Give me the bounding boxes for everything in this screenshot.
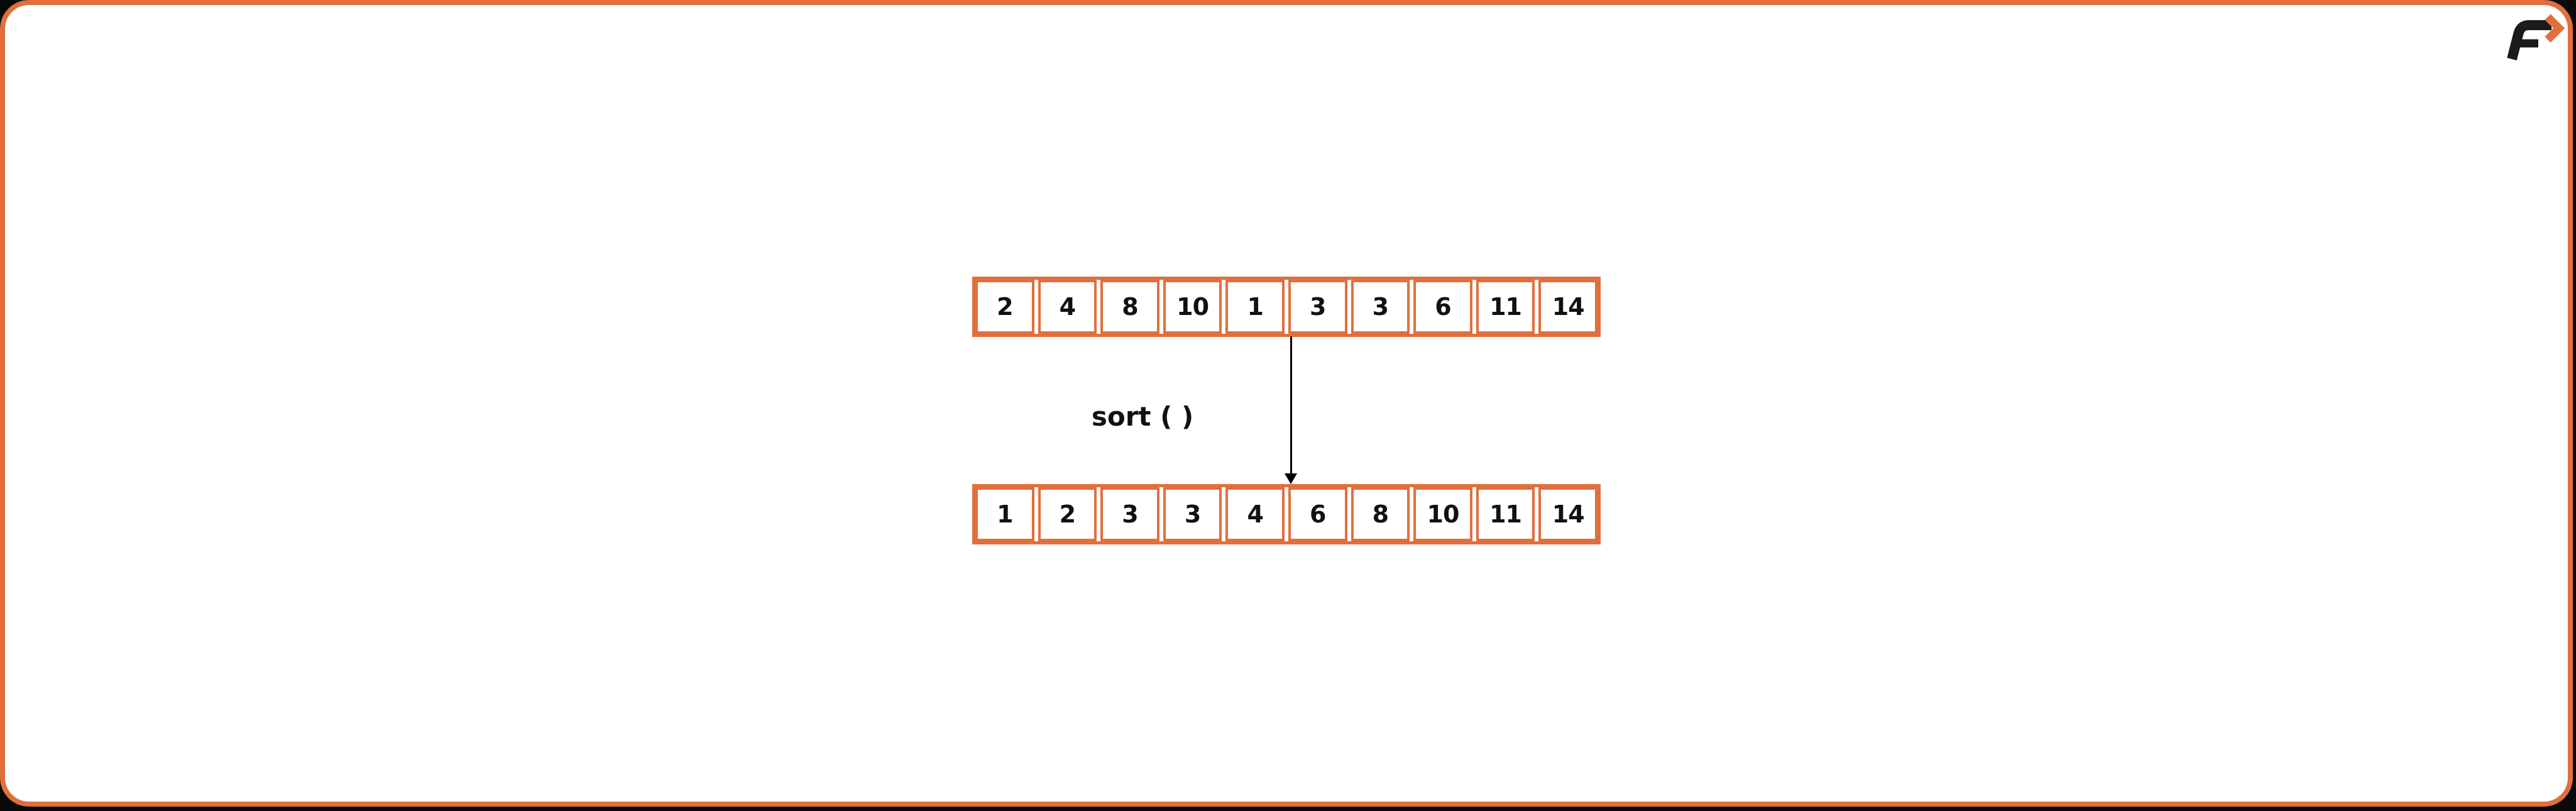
array-cell: 8 <box>1100 280 1159 334</box>
array-cell: 3 <box>1100 487 1159 541</box>
array-cell: 6 <box>1288 487 1347 541</box>
array-cell: 2 <box>975 280 1034 334</box>
array-cell: 14 <box>1538 280 1598 334</box>
array-cell: 1 <box>1225 280 1285 334</box>
array-cell: 4 <box>1038 280 1097 334</box>
array-cell: 3 <box>1163 487 1222 541</box>
array-cell: 3 <box>1288 280 1347 334</box>
logo-f-arrow-icon <box>2507 14 2565 60</box>
array-cell: 6 <box>1413 280 1472 334</box>
array-cell: 14 <box>1538 487 1598 541</box>
array-cell: 8 <box>1351 487 1410 541</box>
array-cell: 1 <box>975 487 1034 541</box>
down-arrow-head-icon <box>1285 473 1297 484</box>
array-cell: 4 <box>1225 487 1285 541</box>
array-cell: 11 <box>1476 487 1535 541</box>
array-cell: 3 <box>1351 280 1410 334</box>
array-cell: 11 <box>1476 280 1535 334</box>
sort-function-label: sort ( ) <box>1091 401 1194 432</box>
brand-logo <box>2499 13 2569 70</box>
array-cell: 10 <box>1163 280 1222 334</box>
array-cell: 10 <box>1413 487 1472 541</box>
array-cell: 2 <box>1038 487 1097 541</box>
down-arrow-line <box>1290 336 1292 476</box>
